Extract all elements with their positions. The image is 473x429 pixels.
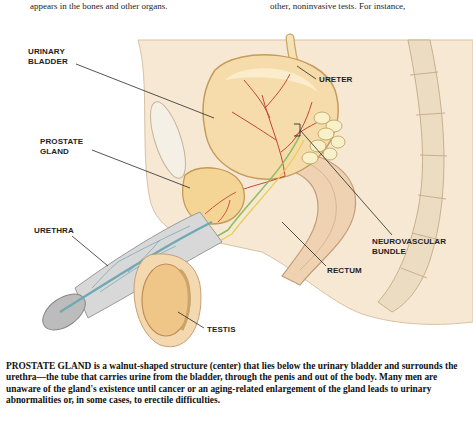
- blood-vessels: [232, 74, 326, 192]
- rectum-fold: [300, 160, 336, 270]
- scrotum: [134, 254, 201, 347]
- prostate-vessels: [205, 192, 236, 222]
- part-label: PROSTATE GLAND: [40, 137, 92, 156]
- vertebra-lines: [401, 72, 447, 278]
- part-label: NEUROVASCULAR BUNDLE: [372, 237, 452, 256]
- body-text-fragment: appears in the bones and other organs.: [30, 1, 168, 11]
- bracket: [294, 124, 300, 136]
- part-label: URINARY BLADDER: [28, 47, 76, 66]
- body-text-fragment: other, noninvasive tests. For instance,: [270, 1, 405, 11]
- epididymis: [180, 270, 189, 330]
- part-label: RECTUM: [327, 266, 362, 276]
- bladder-highlight: [225, 68, 318, 92]
- urinary-bladder: [203, 55, 338, 179]
- spine: [378, 40, 444, 312]
- pubic-bone: [143, 98, 192, 182]
- testis: [142, 264, 190, 336]
- part-label: URETER: [319, 75, 353, 85]
- figure-caption: PROSTATE GLAND is a walnut-shaped struct…: [6, 361, 468, 407]
- glans: [36, 287, 91, 337]
- seminal-vesicles: [302, 112, 345, 164]
- part-label: TESTIS: [207, 325, 236, 335]
- part-label: URETHRA: [34, 226, 74, 236]
- leader-lines: [72, 64, 392, 328]
